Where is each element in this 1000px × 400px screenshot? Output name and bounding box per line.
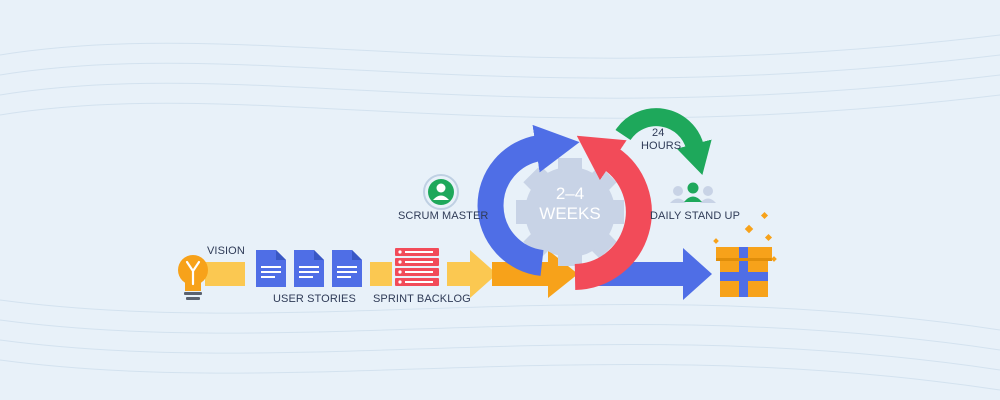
daily-cycle-unit: HOURS	[641, 140, 682, 152]
output-arrow	[598, 248, 712, 300]
document-icon	[332, 250, 362, 287]
user-stories-label: USER STORIES	[273, 293, 356, 305]
document-icon	[294, 250, 324, 287]
daily-loop-arrow	[615, 108, 712, 176]
sprint-backlog-label: SPRINT BACKLOG	[373, 293, 471, 305]
background-waves	[0, 34, 1000, 391]
gift-box-icon	[716, 247, 772, 297]
sprint-length-value: 2–4	[555, 184, 585, 203]
scrum-master-label: SCRUM MASTER	[398, 210, 489, 222]
document-icon	[256, 250, 286, 287]
team-icon	[670, 182, 716, 203]
sprint-length-unit: WEEKS	[539, 204, 601, 223]
daily-stand-up-label: DAILY STAND UP	[650, 210, 741, 222]
backlog-list-icon	[395, 248, 439, 286]
vision-label: VISION	[207, 245, 245, 257]
sprint-return-arrow	[574, 135, 652, 290]
lightbulb-icon	[178, 255, 208, 300]
sprint-cycle-arrow	[477, 124, 580, 276]
user-stories-documents	[256, 250, 362, 287]
flow-arrow-1	[447, 250, 497, 298]
user-avatar-icon	[423, 174, 459, 210]
daily-cycle-value: 24	[652, 127, 665, 139]
